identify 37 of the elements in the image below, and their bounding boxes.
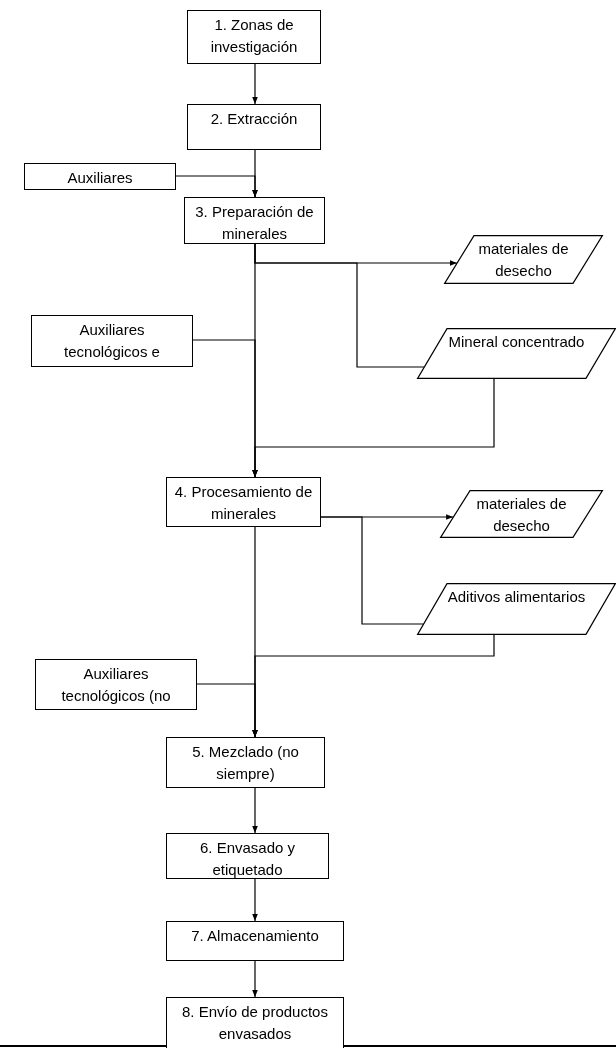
process-box (166, 477, 321, 527)
step-label: Auxiliares (67, 168, 133, 188)
process-box (184, 197, 325, 244)
arrow (252, 960, 258, 998)
data-parallelogram (443, 235, 604, 284)
arrow (252, 63, 258, 105)
step-label: 6. Envasado y etiquetado (198, 838, 297, 880)
data-parallelogram (439, 490, 604, 538)
data-parallelogram (416, 583, 616, 635)
arrow (252, 878, 258, 922)
process-box (166, 833, 329, 879)
process-box (166, 997, 344, 1048)
step-label: Aditivos alimentarios (447, 587, 586, 607)
arrow (252, 526, 258, 738)
process-box (187, 104, 321, 150)
arrow (252, 243, 258, 478)
process-box (166, 921, 344, 961)
arrow (252, 787, 258, 834)
step-label: 3. Preparación de minerales (194, 202, 315, 244)
process-box (24, 163, 176, 190)
step-label: 5. Mezclado (no siempre) (191, 742, 300, 784)
step-label: Mineral concentrado (448, 332, 585, 352)
process-box (31, 315, 193, 367)
process-box (187, 10, 321, 64)
step-label: materiales de desecho (477, 239, 570, 281)
step-label: Auxiliares tecnológicos (no (60, 664, 172, 706)
step-label: materiales de desecho (475, 494, 568, 536)
step-label: 8. Envío de productos envasados (181, 1002, 329, 1044)
arrow (175, 175, 258, 198)
step-label: 7. Almacenamiento (191, 926, 319, 946)
step-label: 1. Zonas de investigación (209, 15, 299, 57)
step-label: Auxiliares tecnológicos e (63, 320, 161, 362)
process-box (35, 659, 197, 710)
step-label: 4. Procesamiento de minerales (173, 482, 314, 524)
step-label: 2. Extracción (210, 109, 298, 129)
data-parallelogram (416, 328, 616, 379)
process-box (166, 737, 325, 788)
